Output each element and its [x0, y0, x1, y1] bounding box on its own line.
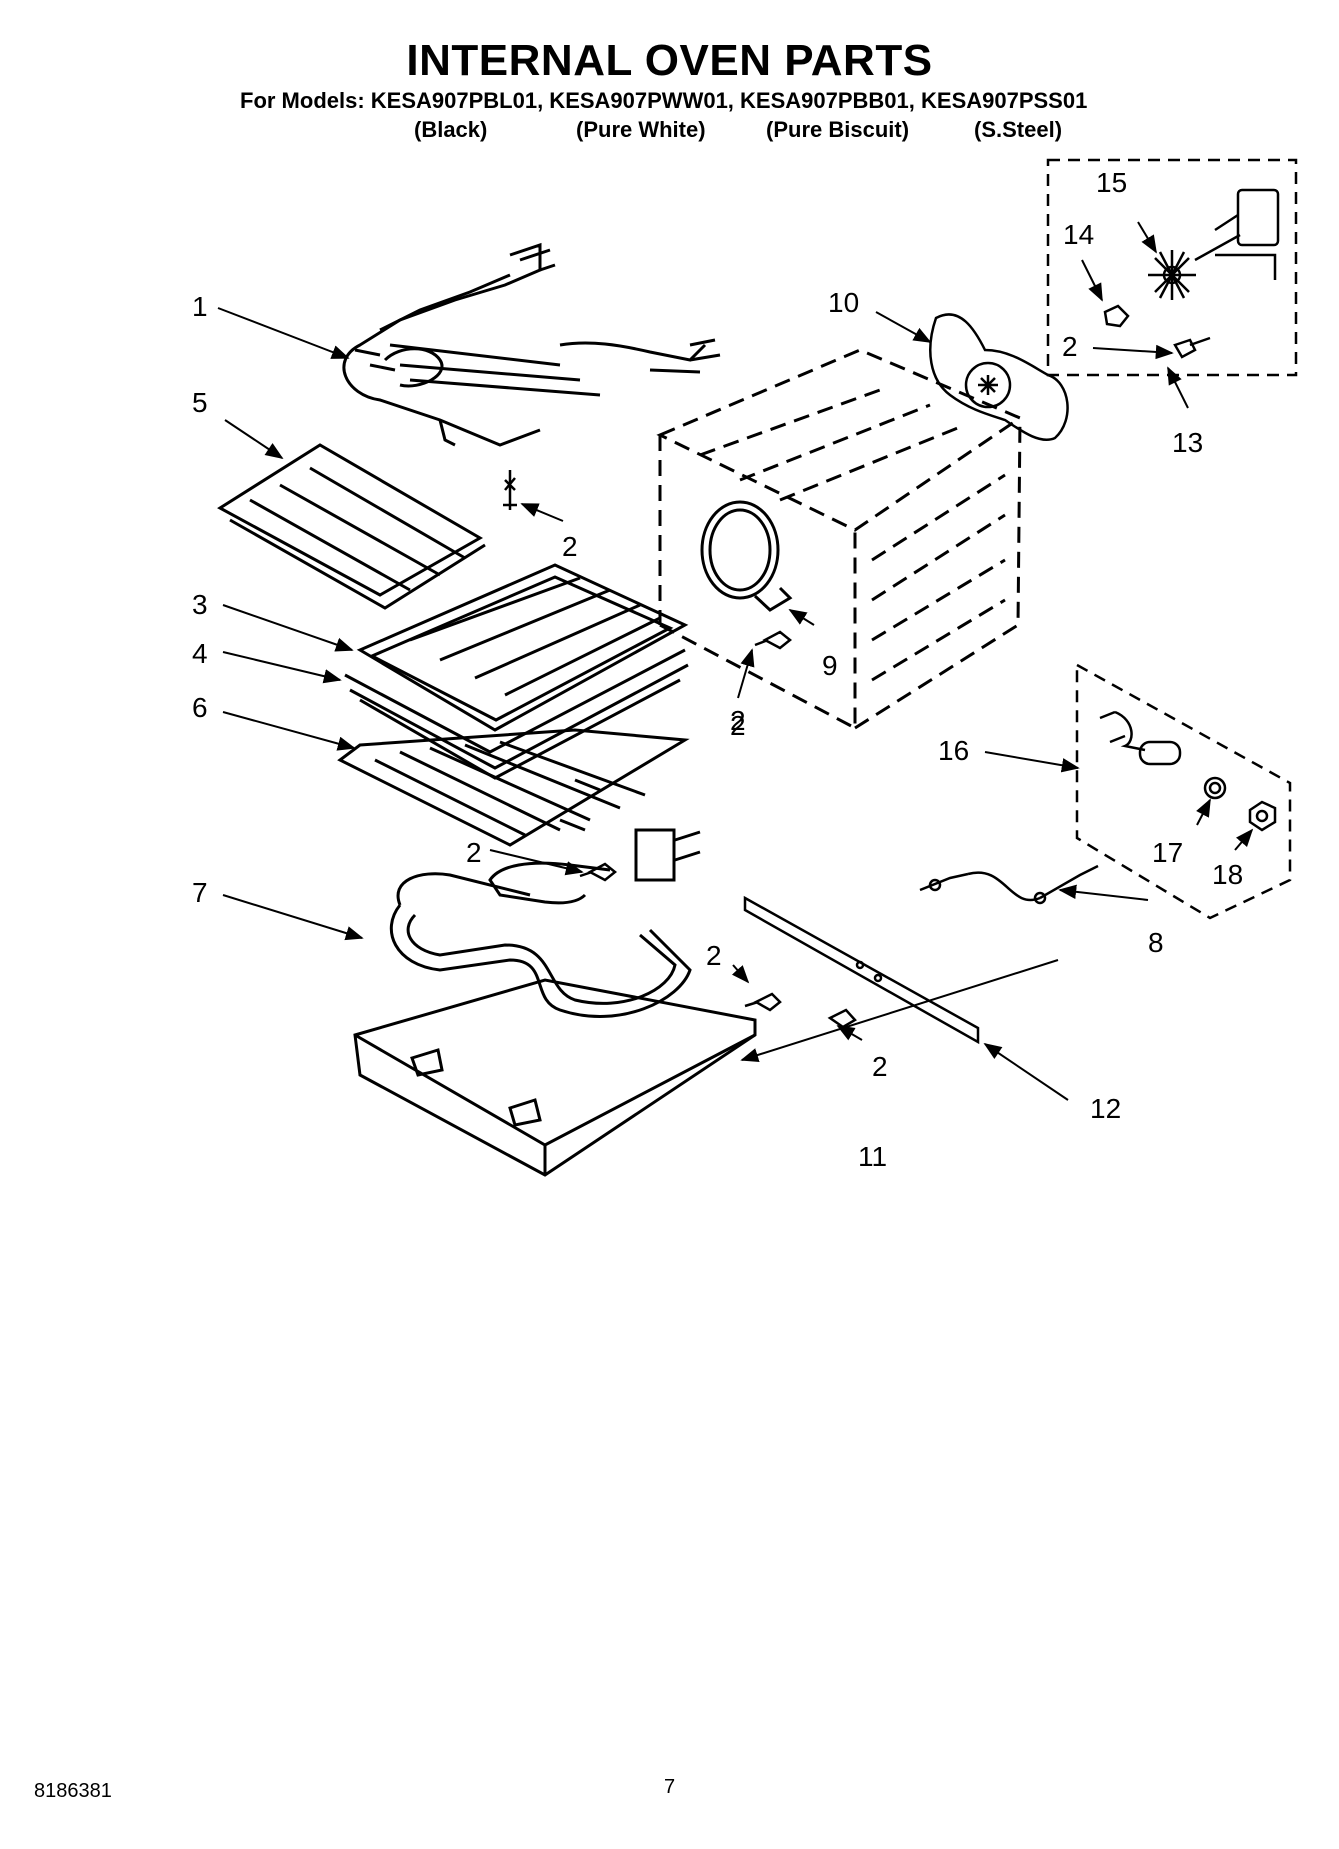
- fan-motor-assembly: [1103, 188, 1280, 359]
- callout-16: 16: [938, 735, 969, 766]
- page-number: 7: [664, 1776, 676, 1798]
- doc-number: 8186381: [34, 1780, 112, 1802]
- callout-8: 8: [1148, 927, 1164, 958]
- callout-17: 17: [1152, 837, 1183, 868]
- variant-pure-white: (Pure White): [576, 117, 706, 142]
- callout-2-g: 2: [1062, 331, 1078, 362]
- variant-black: (Black): [414, 117, 488, 142]
- callout-4: 4: [192, 638, 208, 669]
- callout-arrows: [217, 221, 1254, 1101]
- callout-labels: 1 2 2 3 4 5 6 7 2 2 2 8 9 2 10 11 12 13 …: [192, 167, 1243, 1172]
- page-title: INTERNAL OVEN PARTS: [406, 36, 933, 85]
- broil-element: [342, 242, 721, 447]
- variant-s-steel: (S.Steel): [974, 117, 1063, 142]
- sensor-kit-dashed-box: [1075, 662, 1292, 920]
- broiler-pan-and-racks: [217, 443, 690, 847]
- callout-12: 12: [1090, 1093, 1121, 1124]
- callout-2-d: 2: [706, 940, 722, 971]
- callout-10: 10: [828, 287, 859, 318]
- oven-cavity: [656, 348, 1024, 731]
- side-panel-strip: [743, 895, 980, 1045]
- callout-14: 14: [1063, 219, 1094, 250]
- fan-kit-dashed-box: [1046, 158, 1298, 377]
- callout-2-e: 2: [872, 1051, 888, 1082]
- element-cover: [353, 978, 757, 1177]
- convection-element: [700, 500, 793, 612]
- callout-3: 3: [192, 589, 208, 620]
- models-line: For Models: KESA907PBL01, KESA907PWW01, …: [240, 88, 1088, 113]
- callout-2-a: 2: [562, 531, 578, 562]
- callout-2-f: 2: [730, 710, 746, 741]
- callout-13: 13: [1172, 427, 1203, 458]
- temperature-sensor: [919, 864, 1099, 905]
- callout-2-c: 2: [466, 837, 482, 868]
- callout-2-b: 2: [730, 705, 746, 736]
- callout-11: 11: [858, 1141, 887, 1172]
- screws: [503, 470, 857, 1029]
- callout-7: 7: [192, 877, 208, 908]
- sensor-kit-parts: [1099, 710, 1277, 832]
- callout-15: 15: [1096, 167, 1127, 198]
- callout-18: 18: [1212, 859, 1243, 890]
- bake-element: [389, 828, 701, 1018]
- variant-pure-biscuit: (Pure Biscuit): [766, 117, 910, 142]
- callout-9: 9: [822, 650, 838, 681]
- callout-6: 6: [192, 692, 208, 723]
- callout-5: 5: [192, 387, 208, 418]
- fan-gasket: [929, 313, 1069, 441]
- callout-1: 1: [192, 291, 208, 322]
